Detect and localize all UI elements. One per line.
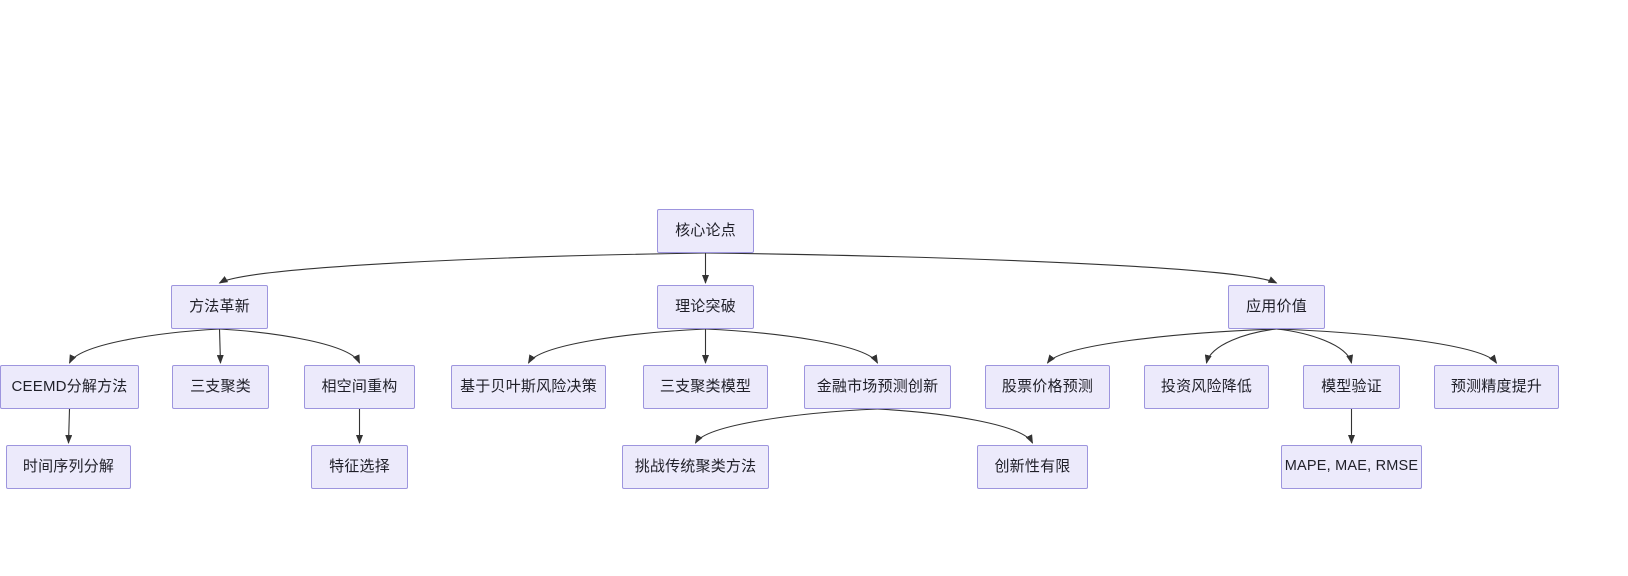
node-c7[interactable]: 股票价格预测 xyxy=(985,365,1110,409)
edge-m3-to-c9 xyxy=(1276,328,1354,364)
node-c6[interactable]: 金融市场预测创新 xyxy=(804,365,951,409)
node-m1[interactable]: 方法革新 xyxy=(171,285,268,329)
node-c4[interactable]: 基于贝叶斯风险决策 xyxy=(451,365,606,409)
node-label: 挑战传统聚类方法 xyxy=(634,457,757,475)
edge-m2-to-c6 xyxy=(705,328,878,364)
node-c5[interactable]: 三支聚类模型 xyxy=(643,365,768,409)
node-c9[interactable]: 模型验证 xyxy=(1303,365,1400,409)
edge-m3-to-c8 xyxy=(1204,328,1277,364)
node-d2[interactable]: 特征选择 xyxy=(311,445,408,489)
node-label: 理论突破 xyxy=(675,297,736,315)
node-c10[interactable]: 预测精度提升 xyxy=(1434,365,1559,409)
edge-m2-to-c4 xyxy=(528,328,706,364)
node-m3[interactable]: 应用价值 xyxy=(1228,285,1325,329)
node-label: 模型验证 xyxy=(1321,377,1382,395)
node-c1[interactable]: CEEMD分解方法 xyxy=(0,365,139,409)
edge-m3-to-c7 xyxy=(1046,328,1277,364)
node-label: 特征选择 xyxy=(329,457,390,475)
edge-root-to-m1 xyxy=(218,252,706,284)
edge-c6-to-d3 xyxy=(694,408,878,444)
node-label: 创新性有限 xyxy=(994,457,1071,475)
node-label: 相空间重构 xyxy=(321,377,398,395)
node-d5[interactable]: MAPE, MAE, RMSE xyxy=(1281,445,1422,489)
node-label: 方法革新 xyxy=(189,297,250,315)
node-label: 核心论点 xyxy=(675,221,736,239)
node-c2[interactable]: 三支聚类 xyxy=(172,365,269,409)
edge-m1-to-c1 xyxy=(69,328,220,364)
edge-m3-to-c10 xyxy=(1276,328,1498,364)
node-label: 时间序列分解 xyxy=(22,457,115,475)
edge-root-to-m3 xyxy=(705,252,1278,284)
node-label: MAPE, MAE, RMSE xyxy=(1284,458,1419,475)
node-d1[interactable]: 时间序列分解 xyxy=(6,445,131,489)
node-label: 预测精度提升 xyxy=(1450,377,1543,395)
node-c3[interactable]: 相空间重构 xyxy=(304,365,415,409)
node-label: 投资风险降低 xyxy=(1160,377,1253,395)
edge-c6-to-d4 xyxy=(877,408,1033,444)
edge-m1-to-c2 xyxy=(216,328,224,364)
node-label: 股票价格预测 xyxy=(1001,377,1094,395)
node-m2[interactable]: 理论突破 xyxy=(657,285,754,329)
node-root[interactable]: 核心论点 xyxy=(657,209,754,253)
edge-c1-to-d1 xyxy=(65,408,73,444)
node-label: 金融市场预测创新 xyxy=(816,377,939,395)
node-d4[interactable]: 创新性有限 xyxy=(977,445,1088,489)
node-c8[interactable]: 投资风险降低 xyxy=(1144,365,1269,409)
edge-m1-to-c3 xyxy=(219,328,361,364)
node-label: 基于贝叶斯风险决策 xyxy=(460,377,597,395)
node-label: 三支聚类 xyxy=(190,377,251,395)
node-d3[interactable]: 挑战传统聚类方法 xyxy=(622,445,769,489)
node-label: 三支聚类模型 xyxy=(659,377,752,395)
node-label: 应用价值 xyxy=(1246,297,1307,315)
node-label: CEEMD分解方法 xyxy=(11,377,128,395)
